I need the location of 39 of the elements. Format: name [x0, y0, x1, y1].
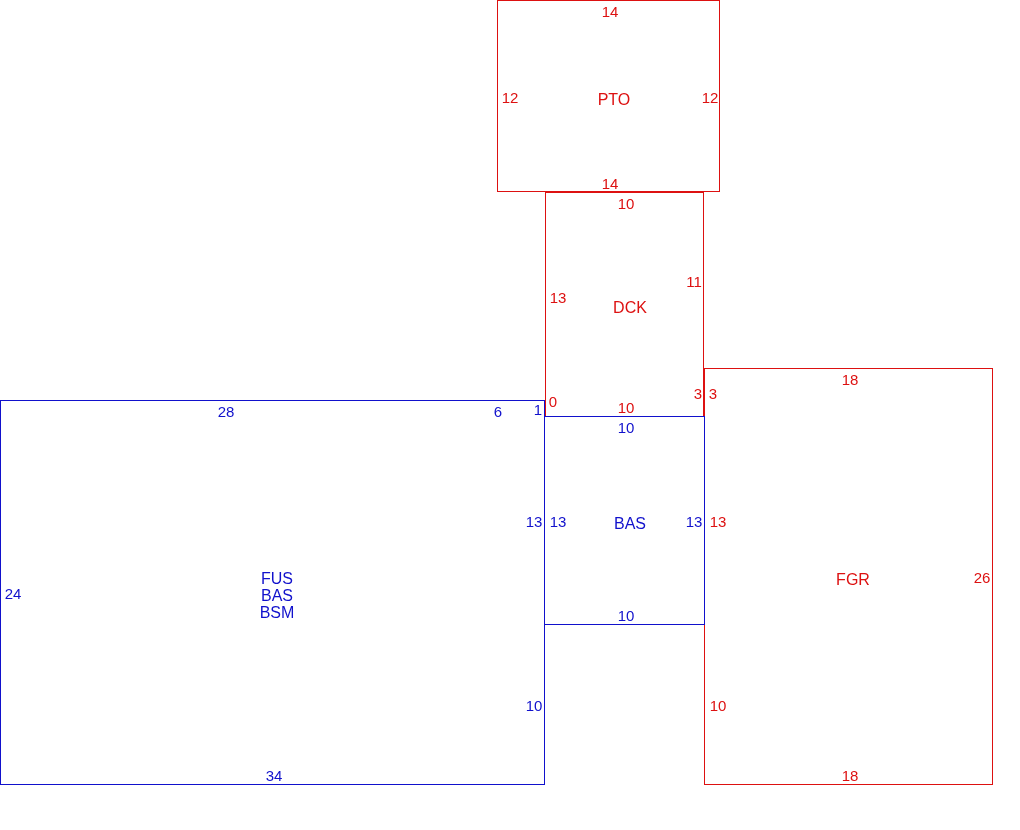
dimension-label: 0 — [548, 392, 558, 410]
zone-code: BAS — [261, 586, 293, 604]
zone-code: DCK — [613, 298, 647, 316]
dimension-label: 26 — [973, 568, 991, 586]
zone-code: BAS — [614, 514, 646, 532]
dimension-label: 6 — [493, 402, 503, 420]
zone-outline — [545, 192, 704, 417]
dimension-label: 10 — [617, 606, 635, 624]
dimension-label: 1 — [533, 400, 543, 418]
dimension-label: 3 — [708, 384, 718, 402]
dimension-label: 10 — [525, 696, 543, 714]
dimension-label: 18 — [841, 370, 859, 388]
dimension-label: 14 — [601, 174, 619, 192]
zone-outline — [0, 400, 545, 785]
zone-outline — [544, 416, 705, 625]
dimension-label: 34 — [265, 766, 283, 784]
dimension-label: 10 — [617, 194, 635, 212]
zone-code: FGR — [836, 570, 870, 588]
dimension-label: 13 — [549, 512, 567, 530]
dimension-label: 24 — [4, 584, 22, 602]
dimension-label: 11 — [686, 272, 702, 290]
dimension-label: 10 — [617, 398, 635, 416]
dimension-label: 10 — [617, 418, 635, 436]
dimension-label: 18 — [841, 766, 859, 784]
dimension-label: 13 — [709, 512, 727, 530]
dimension-label: 12 — [701, 88, 719, 106]
dimension-label: 13 — [685, 512, 703, 530]
dimension-label: 10 — [709, 696, 727, 714]
zone-code: BSM — [259, 603, 295, 621]
dimension-label: 13 — [549, 288, 567, 306]
dimension-label: 28 — [217, 402, 235, 420]
dimension-label: 3 — [693, 384, 703, 402]
zone-outline — [704, 368, 993, 785]
zone-code: FUS — [261, 569, 293, 587]
dimension-label: 12 — [501, 88, 519, 106]
dimension-label: 13 — [525, 512, 543, 530]
dimension-label: 14 — [601, 2, 619, 20]
zone-outline — [497, 0, 720, 192]
zone-code: PTO — [597, 90, 631, 108]
